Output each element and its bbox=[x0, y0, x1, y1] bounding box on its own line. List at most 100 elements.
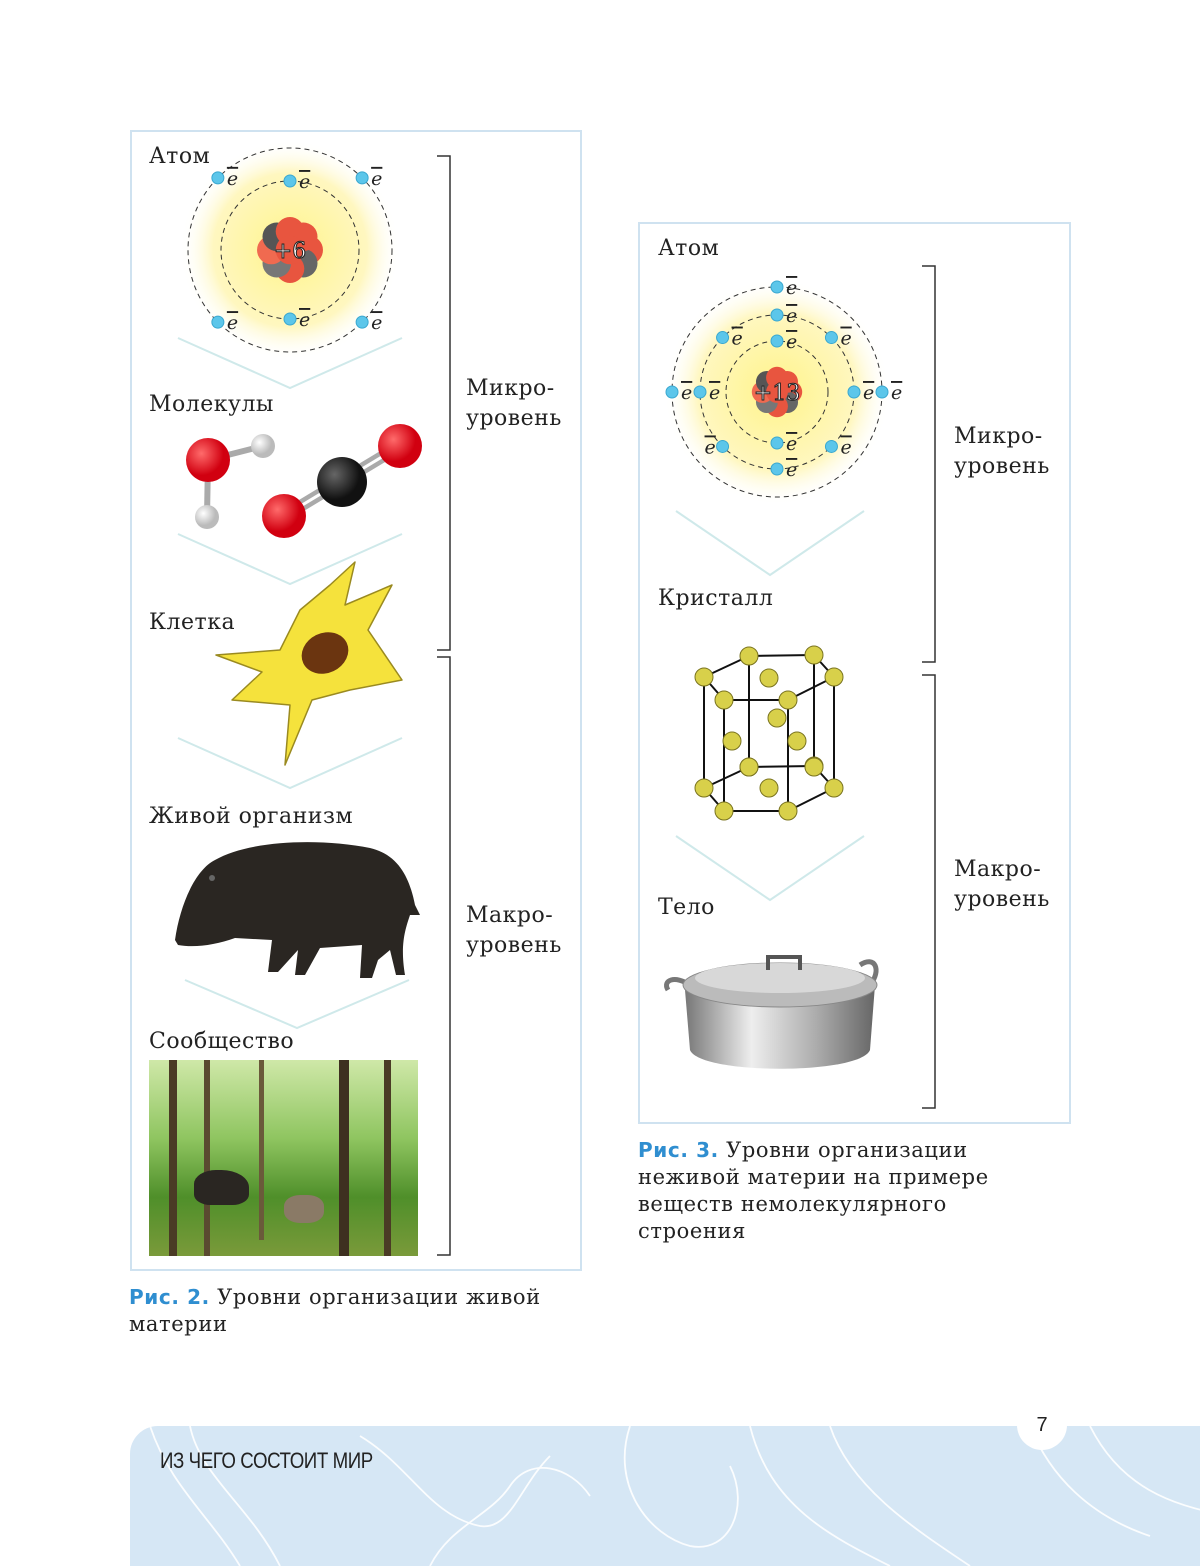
carbon-dioxide-molecule bbox=[262, 424, 422, 538]
footer-section-title: ИЗ ЧЕГО СОСТОИТ МИР bbox=[160, 1448, 373, 1473]
figure-2-caption-text: Уровни организации живой материи bbox=[129, 1285, 541, 1336]
level-label-molecules: Молекулы bbox=[149, 392, 274, 417]
electron-symbol: e bbox=[371, 312, 382, 334]
cooking-pot-image bbox=[664, 955, 879, 1069]
micro-label-line1: Микро- bbox=[466, 376, 555, 401]
lattice-bond bbox=[748, 654, 815, 657]
lattice-atom bbox=[694, 667, 714, 687]
lattice-atom bbox=[739, 646, 759, 666]
electron bbox=[770, 308, 784, 322]
lattice-atom bbox=[694, 778, 714, 798]
figure-2-caption: Рис. 2. Уровни организации живой материи bbox=[129, 1284, 579, 1338]
micro-label-line2: уровень bbox=[466, 406, 562, 431]
electron bbox=[211, 315, 225, 329]
electron-symbol: e bbox=[299, 309, 310, 331]
nucleon bbox=[275, 235, 305, 265]
lattice-atom bbox=[824, 667, 844, 687]
lattice-atom bbox=[739, 757, 759, 777]
macro-label-line1: Макро- bbox=[954, 857, 1042, 882]
electron bbox=[355, 315, 369, 329]
forest-community-image bbox=[149, 1060, 418, 1256]
level-chevrons-figure-3 bbox=[675, 510, 865, 902]
micro-level-label-figure-2: Микро- уровень bbox=[466, 374, 562, 434]
lattice-atom bbox=[759, 668, 779, 688]
level-label-community: Сообщество bbox=[149, 1029, 295, 1054]
figure-3-panel bbox=[638, 222, 1071, 1124]
level-chevrons-figure-2 bbox=[177, 337, 410, 1030]
macro-level-label-figure-2: Макро- уровень bbox=[466, 901, 562, 961]
electron-symbol: e bbox=[299, 171, 310, 193]
water-molecule bbox=[186, 434, 275, 529]
level-label-crystal: Кристалл bbox=[658, 586, 774, 611]
electron-symbol: e bbox=[840, 328, 851, 350]
nucleon bbox=[766, 381, 788, 403]
electron bbox=[211, 171, 225, 185]
electron bbox=[770, 334, 784, 348]
electron-symbol: e bbox=[709, 382, 720, 404]
lattice-atom bbox=[767, 708, 787, 728]
electron-symbol: e bbox=[786, 305, 797, 327]
micro-label-line2: уровень bbox=[954, 454, 1050, 479]
page-footer: ИЗ ЧЕГО СОСТОИТ МИР bbox=[130, 1426, 1200, 1566]
level-brackets-figure-2 bbox=[437, 155, 451, 1256]
electron bbox=[875, 385, 889, 399]
electron bbox=[693, 385, 707, 399]
level-label-organism: Живой организм bbox=[149, 804, 354, 829]
lattice-atom bbox=[778, 690, 798, 710]
carbon-atom-diagram: +6 e e e e e e bbox=[180, 140, 400, 360]
electron-symbol: e bbox=[840, 436, 851, 458]
macro-label-line1: Макро- bbox=[466, 903, 554, 928]
nucleus-charge: +6 bbox=[274, 239, 306, 264]
level-label-atom-nonliving: Атом bbox=[658, 236, 720, 261]
electron-symbol: e bbox=[227, 312, 238, 334]
macro-level-label-figure-3: Макро- уровень bbox=[954, 855, 1050, 915]
lattice-atom bbox=[759, 778, 779, 798]
figure-3-caption-text: Уровни организации неживой материи на пр… bbox=[638, 1138, 989, 1243]
electron-symbol: e bbox=[732, 328, 743, 350]
electron bbox=[770, 436, 784, 450]
electron-symbol: e bbox=[786, 459, 797, 481]
electron-symbol: e bbox=[681, 382, 692, 404]
contour-pattern bbox=[149, 1426, 1200, 1566]
electron-symbol: e bbox=[371, 168, 382, 190]
crystal-lattice-diagram bbox=[694, 645, 844, 821]
electron-symbol: e bbox=[705, 436, 716, 458]
electron-symbol: e bbox=[786, 433, 797, 455]
electron bbox=[770, 280, 784, 294]
electron bbox=[355, 171, 369, 185]
electron-symbol: e bbox=[863, 382, 874, 404]
cell-illustration bbox=[215, 561, 403, 766]
electron-orbit bbox=[725, 340, 829, 444]
lattice-bond bbox=[748, 765, 815, 768]
lattice-atom bbox=[824, 778, 844, 798]
molecules-illustration bbox=[186, 424, 422, 538]
electron bbox=[665, 385, 679, 399]
electron bbox=[716, 331, 730, 345]
micro-level-label-figure-3: Микро- уровень bbox=[954, 422, 1050, 482]
level-brackets-figure-3 bbox=[922, 265, 936, 1109]
micro-label-line1: Микро- bbox=[954, 424, 1043, 449]
electron bbox=[770, 462, 784, 476]
lattice-atom bbox=[778, 801, 798, 821]
nucleus-charge: +13 bbox=[754, 381, 800, 406]
level-label-cell: Клетка bbox=[149, 610, 236, 635]
electron-symbol: e bbox=[891, 382, 902, 404]
level-label-atom: Атом bbox=[149, 144, 211, 169]
electron bbox=[824, 331, 838, 345]
electron-symbol: e bbox=[227, 168, 238, 190]
lattice-atom bbox=[804, 757, 824, 777]
figure-3-number: Рис. 3. bbox=[638, 1138, 719, 1162]
electron bbox=[847, 385, 861, 399]
macro-label-line2: уровень bbox=[954, 887, 1050, 912]
lattice-atom bbox=[714, 801, 734, 821]
lattice-atom bbox=[787, 731, 807, 751]
electron-symbol: e bbox=[786, 331, 797, 353]
level-label-body: Тело bbox=[658, 895, 715, 920]
wild-boar-image bbox=[175, 842, 420, 978]
electron-orbit bbox=[187, 147, 393, 353]
electron bbox=[716, 439, 730, 453]
lattice-atom bbox=[722, 731, 742, 751]
lattice-atom bbox=[714, 690, 734, 710]
electron bbox=[283, 174, 297, 188]
